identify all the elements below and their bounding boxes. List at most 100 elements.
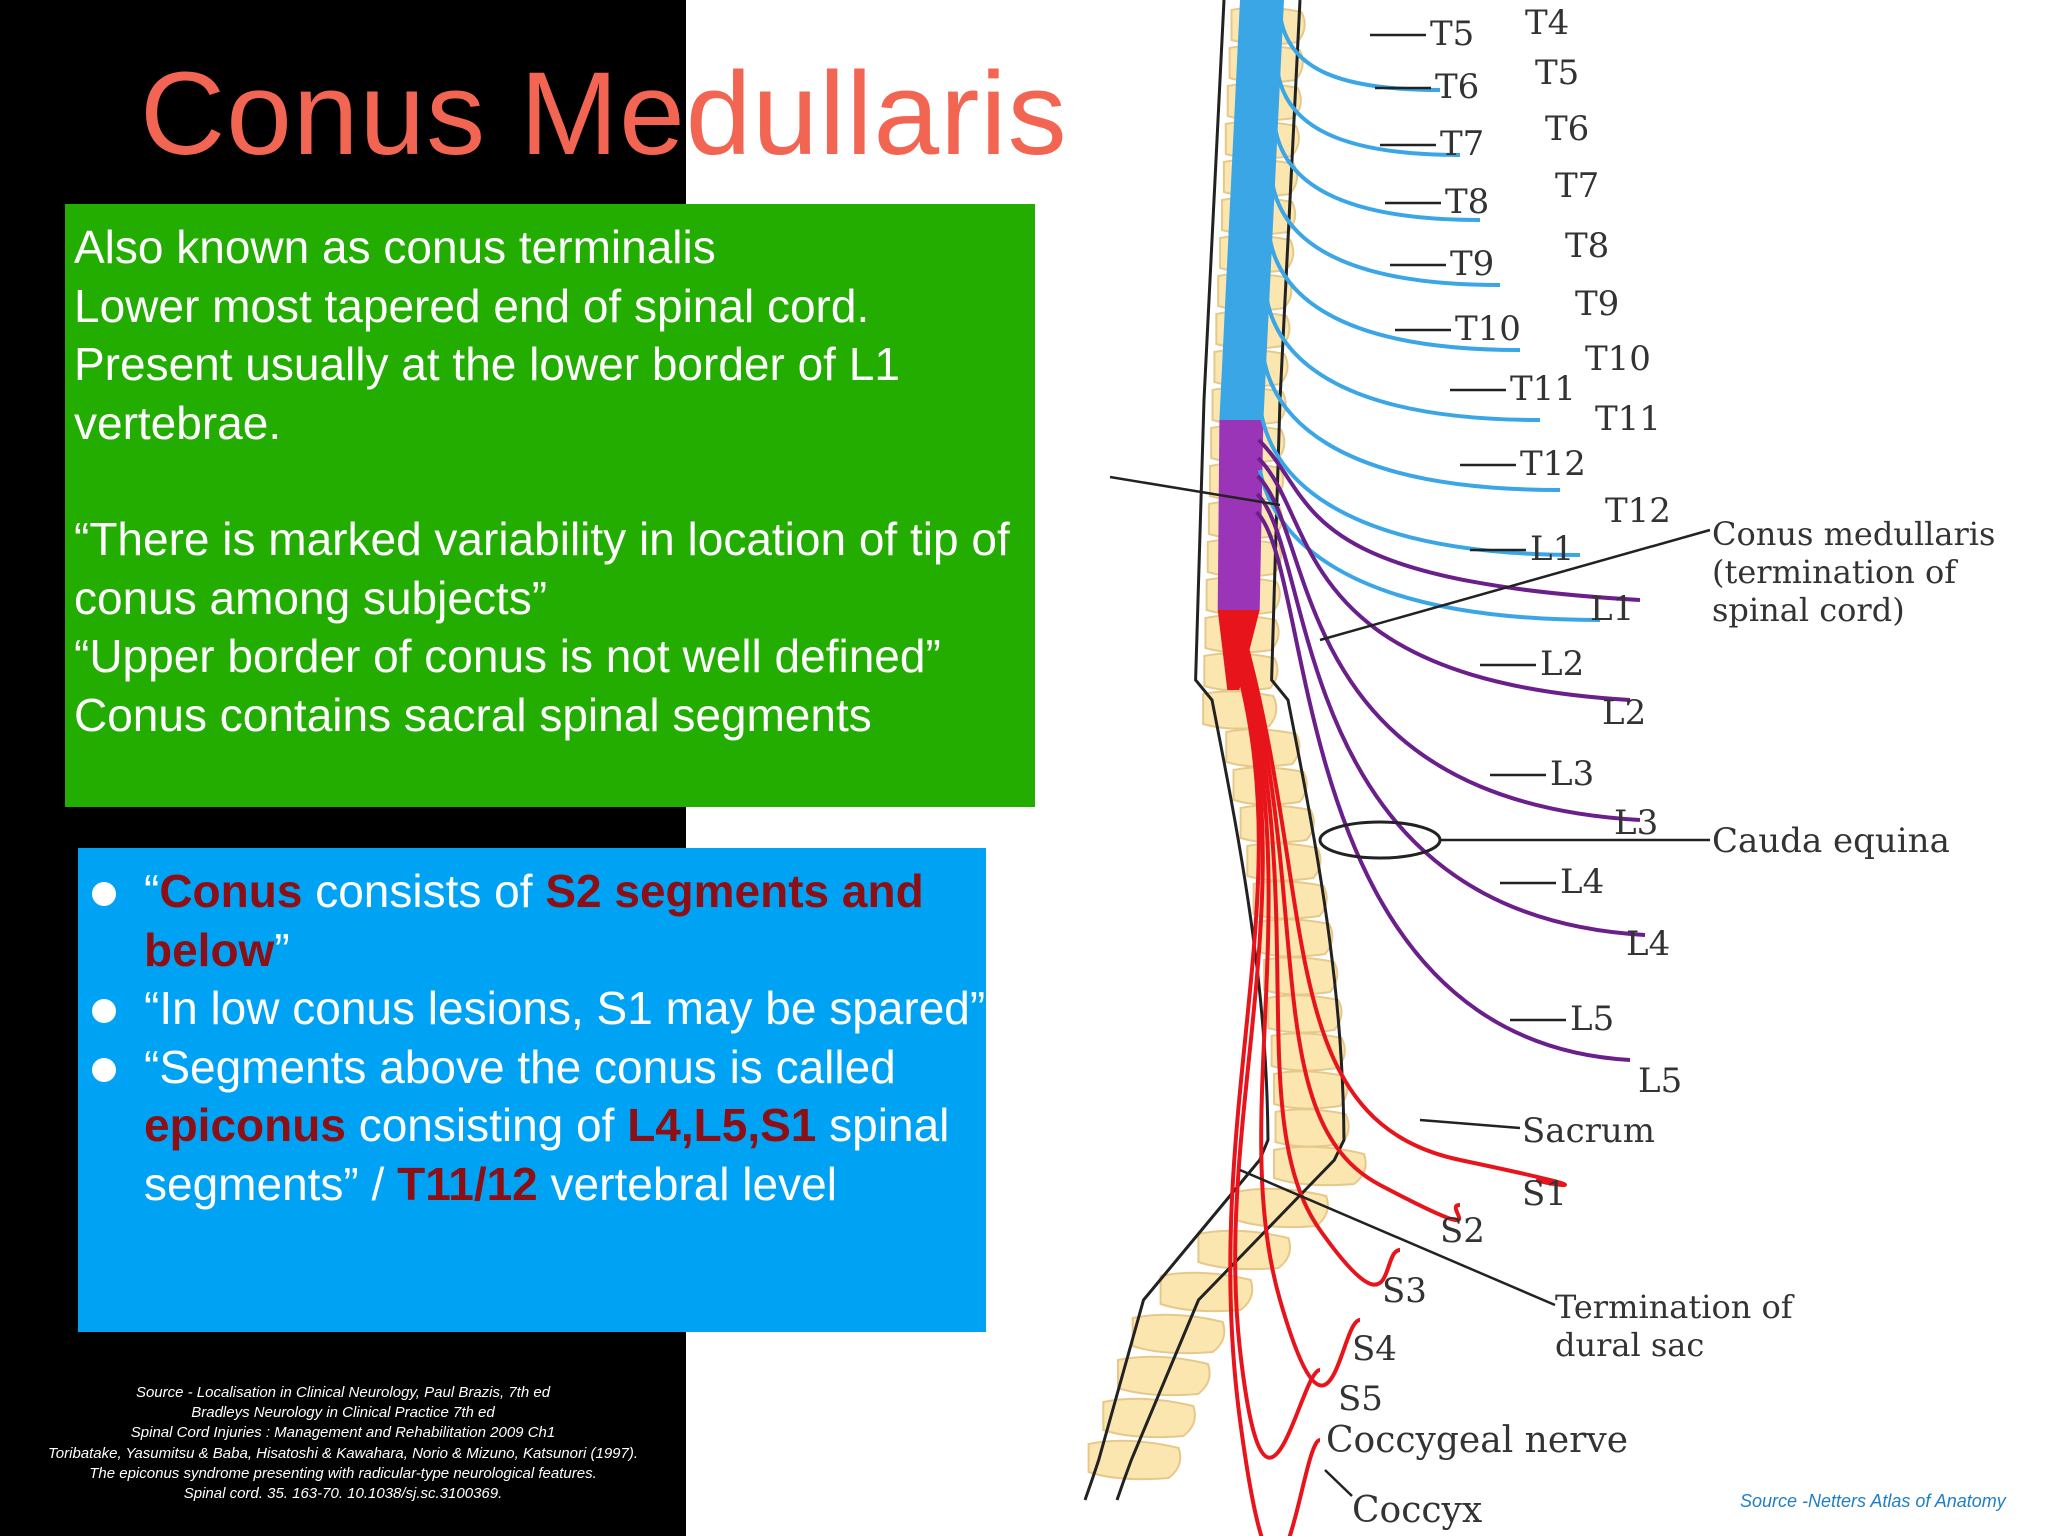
vertebral-level-label: L3 [1550,754,1594,794]
sacral-nerve-root [1237,629,1462,1223]
thoracic-nerve-root [1265,299,1541,422]
sacral-nerve-root [1228,669,1321,1536]
thoracic-cord [1219,0,1284,420]
highlight-text: L4,L5,S1 [627,1099,817,1151]
vertebral-level-label: T7 [1440,124,1484,164]
highlight-text: Conus [159,865,303,917]
cauda-equina-marker [1318,820,1442,860]
vertebral-level-label: L4 [1560,862,1604,902]
definition-line: Present usually at the lower border of L… [74,338,900,449]
definition-line: Also known as conus terminalis [74,221,716,273]
thoracic-nerve-root [1262,359,1561,492]
quote-line: “Upper border of conus is not well defin… [74,630,941,682]
vertebral-level-label: L2 [1540,644,1584,684]
sacral-nerve-root [1233,659,1321,1460]
lumbar-nerve-root [1257,438,1641,602]
highlight-text: epiconus [144,1099,346,1151]
dural-sac-left-wall [1083,0,1270,1501]
spinal-cord-diagram: T5T6T7T8T9T10T11T12L1L2L3L4L5SacrumS1S2S… [1083,0,1995,1536]
thoracic-nerve-root [1270,184,1501,287]
vertebral-level-label: T6 [1435,67,1479,107]
bullet-box: “Conus consists of S2 segments and below… [78,848,986,1332]
citation-line: Toribatake, Yasumitsu & Baba, Hisatoshi … [47,1444,639,1462]
coccyx-label: Coccyx [1352,1490,1482,1531]
conus-medullaris-label: Conus medullaris [1712,515,1995,553]
bullet-dot [92,999,116,1023]
vertebra [1131,1313,1226,1355]
vertebra [1197,1229,1292,1271]
bullet-dot [92,882,116,906]
definition-line: Lower most tapered end of spinal cord. [74,279,870,332]
nerve-label: S2 [1440,1211,1485,1251]
nerve-label: S3 [1382,1271,1427,1311]
root-level-label: T8 [1565,226,1609,266]
bullet-dot [92,1057,116,1082]
nerve-label: S5 [1338,1379,1383,1419]
quote-line: “There is marked variability in location… [74,513,1010,624]
conus-medullaris-label: spinal cord) [1712,591,1905,629]
root-level-label: T10 [1585,339,1651,379]
lumbar-nerve-root [1255,510,1631,1062]
bullet-item: “Conus consists of S2 segments and below… [78,862,986,979]
citation-line: Spinal Cord Injuries : Management and Re… [130,1424,556,1442]
root-level-label: T7 [1555,166,1599,206]
nerve-label: S4 [1352,1329,1397,1369]
lumbar-cord [1217,420,1264,610]
vertebral-level-label: T8 [1445,182,1489,222]
dural-sac-label: dural sac [1555,1326,1704,1364]
sacral-nerve-root [1237,619,1567,1187]
thoracic-nerve-root [1257,469,1601,622]
nerve-label: S1 [1522,1174,1567,1214]
vertebral-level-label: T12 [1520,444,1586,484]
vertebra [1270,1032,1346,1072]
conus-medullaris-label: (termination of [1712,553,1958,591]
root-level-label: T6 [1545,109,1589,149]
vertebra [1267,994,1343,1034]
root-level-label: L1 [1590,589,1634,629]
lumbar-nerve-root [1256,474,1641,822]
leader-line [1324,1469,1353,1497]
page-title: Conus Medullaris [140,48,1068,180]
root-level-label: T12 [1605,491,1671,531]
dural-sac-right-wall [1115,0,1346,1501]
bullet-item: “Segments above the conus is called epic… [78,1038,986,1214]
root-level-label: L4 [1626,924,1670,964]
definition-line: Conus contains sacral spinal segments [74,688,872,741]
sacral-nerve-root [1236,649,1361,1388]
thoracic-nerve-root [1268,239,1521,352]
root-level-label: L3 [1614,803,1658,843]
sacral-nerve-root [1236,639,1401,1287]
vertebra [1263,956,1339,996]
bullet-item: “In low conus lesions, S1 may be spared” [78,979,986,1038]
root-level-label: T11 [1595,399,1661,439]
leader-line [1239,1168,1556,1307]
vertebral-level-label: T9 [1450,244,1494,284]
leader-line [1319,528,1711,642]
lumbar-nerve-root [1256,456,1631,702]
vertebral-level-label: L1 [1530,529,1574,569]
thoracic-nerve-root [1276,74,1461,157]
leader-line [1109,475,1281,507]
vertebral-level-label: T11 [1510,369,1576,409]
root-level-label: L2 [1602,693,1646,733]
leader-line [1419,1118,1521,1130]
root-level-label: T5 [1535,53,1579,93]
highlight-text: T11/12 [397,1157,538,1210]
diagram-source: Source -Netters Atlas of Anatomy [1740,1491,2006,1511]
root-level-label: L5 [1638,1061,1682,1101]
highlight-text: S2 segments and below [144,865,924,976]
citation-line: Source - Localisation in Clinical Neurol… [135,1384,551,1401]
root-level-label: T9 [1575,284,1619,324]
dural-sac-label: Termination of [1555,1288,1795,1326]
vertebra [1087,1439,1182,1481]
thoracic-nerve-root [1273,129,1481,222]
citation-line: Spinal cord. 35. 163-70. 10.1038/sj.sc.3… [183,1485,503,1503]
cauda-equina-label: Cauda equina [1712,821,1950,861]
coccygeal-nerve-label: Coccygeal nerve [1326,1420,1628,1461]
definition-box: Also known as conus terminalis Lower mos… [65,204,1035,807]
source-citations: Source - Localisation in Clinical Neurol… [0,1383,686,1504]
root-level-label: T4 [1525,3,1569,43]
vertebral-level-label: T10 [1455,309,1521,349]
vertebral-level-label: L5 [1570,999,1614,1039]
sacrum-label: Sacrum [1522,1111,1655,1151]
